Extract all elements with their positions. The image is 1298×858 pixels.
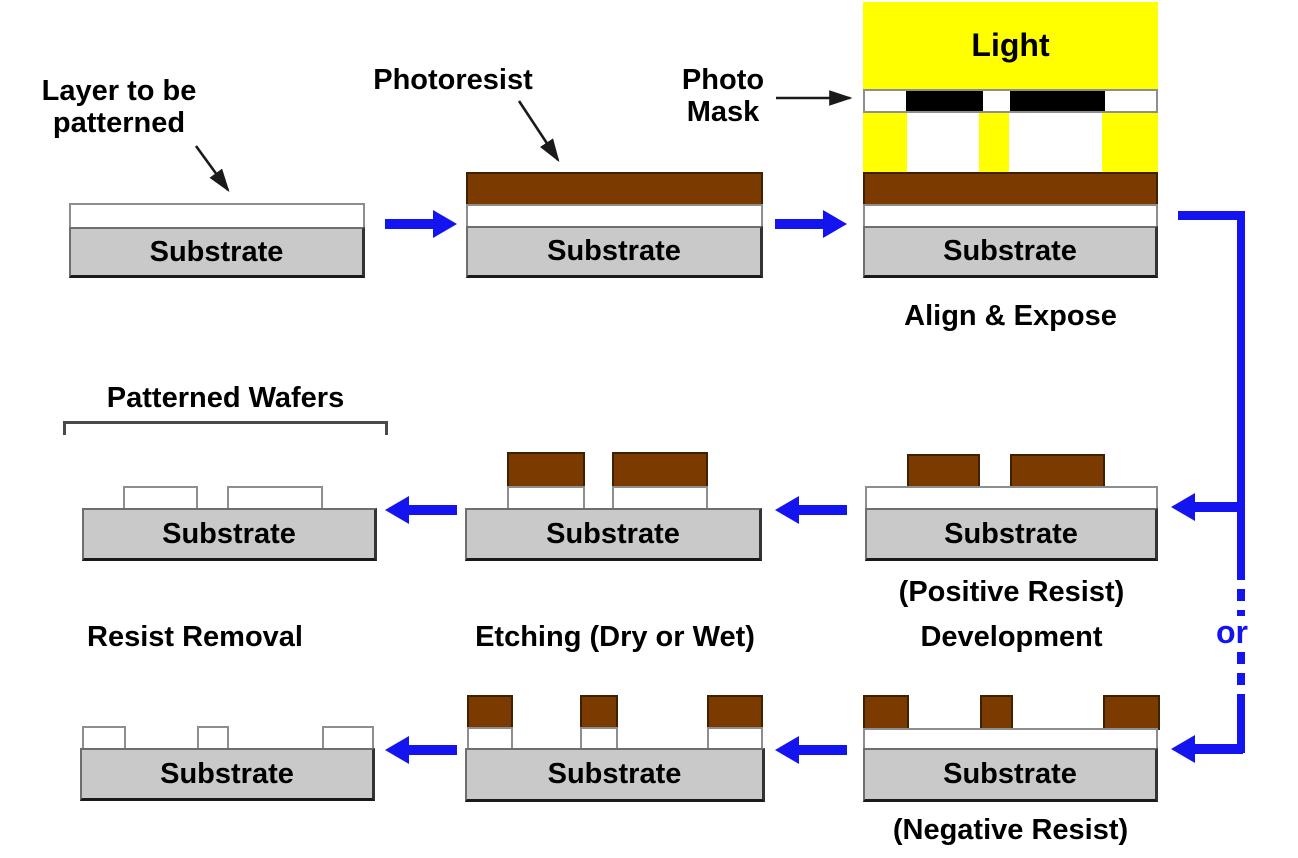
etched-layer-block [707,727,763,750]
positive-resist-label: (Positive Resist) [898,576,1125,608]
mask-opaque-region [1010,91,1105,111]
patterned-layer [865,486,1158,510]
arrow-shaft [798,505,847,515]
patterned-layer-block [82,726,126,750]
resist-block [467,695,513,729]
or-label: or [1213,615,1251,650]
resist-block [907,454,980,488]
patterned-layer [466,204,763,228]
layer-label-line2: patterned [52,107,186,140]
substrate-negative-etched: Substrate [465,748,765,802]
process-arrow-left-1 [775,496,847,524]
etched-layer-block [467,727,513,750]
connector-top-horizontal [1178,211,1245,220]
resist-block [580,695,618,729]
process-arrow-left-3 [775,736,847,764]
patterned-wafers-label: Patterned Wafers [106,382,345,414]
negative-resist-label: (Negative Resist) [892,814,1129,846]
patterned-layer [863,728,1158,750]
patterned-layer-block [227,486,323,510]
branch-arrow-positive [1171,493,1245,521]
development-label: Development [920,621,1103,653]
arrow-shaft [1194,744,1243,754]
substrate-etched: Substrate [465,508,762,561]
etched-layer-block [580,727,618,750]
photo-mask-label-line1: Photo [681,64,765,96]
patterned-layer-block [197,726,229,750]
etched-layer-block [612,486,708,510]
branch-arrow-negative [1171,735,1245,763]
patterned-layer-block [322,726,374,750]
etching-label: Etching (Dry or Wet) [475,621,755,653]
substrate-positive-developed: Substrate [865,508,1158,561]
substrate-exposed: Substrate [863,226,1158,278]
connector-vertical-solid-lower [1237,706,1245,753]
arrow-shaft [775,219,824,229]
resist-block [612,452,708,488]
patterned-layer [863,204,1158,228]
photoresist-layer [863,172,1158,206]
substrate-final: Substrate [80,748,375,801]
process-arrow-right-1 [385,210,457,238]
arrow-shaft [408,745,457,755]
layer-label-line1: Layer to be [41,75,197,107]
patterned-wafers-bracket [63,421,388,435]
resist-block [980,695,1013,730]
arrow-shaft [1194,502,1243,512]
light-beam [979,113,1009,172]
process-arrow-right-2 [775,210,847,238]
patterned-layer-block [123,486,198,510]
arrow-shaft [385,219,434,229]
arrow-shaft [798,745,847,755]
photo-mask-label-line2: Mask [686,96,760,129]
photoresist-label: Photoresist [373,64,533,96]
light-beam [863,113,907,172]
arrow-head-icon [775,496,799,524]
arrow-head-icon [775,736,799,764]
resist-removal-label: Resist Removal [87,621,303,653]
mask-opaque-region [906,91,983,111]
process-arrow-left-2 [385,496,457,524]
photoresist-pointer-arrow-icon [517,100,560,163]
arrow-head-icon [433,210,457,238]
substrate-photoresist: Substrate [466,226,763,278]
layer-to-be-patterned-label: Layer to be patterned [20,75,218,140]
patterned-layer [69,203,365,229]
resist-block [707,695,763,729]
etched-layer-block [507,486,585,510]
process-arrow-left-4 [385,736,457,764]
substrate-resist-removed: Substrate [82,508,377,561]
arrow-head-icon [385,736,409,764]
align-expose-label: Align & Expose [904,300,1117,332]
resist-block [1010,454,1105,488]
light-beam [1102,113,1158,172]
connector-vertical-solid [1237,211,1245,568]
light-source: Light [863,2,1158,89]
layer-pointer-arrow-icon [194,145,230,193]
arrow-head-icon [823,210,847,238]
photoresist-layer [466,172,763,206]
resist-block [1103,695,1160,730]
arrow-shaft [408,505,457,515]
substrate-negative-developed: Substrate [863,748,1158,802]
substrate-initial: Substrate [69,227,365,278]
arrow-head-icon [1171,493,1195,521]
arrow-head-icon [385,496,409,524]
resist-block [863,695,909,730]
resist-block [507,452,585,488]
photo-mask-label: Photo Mask [667,64,779,129]
arrow-head-icon [1171,735,1195,763]
